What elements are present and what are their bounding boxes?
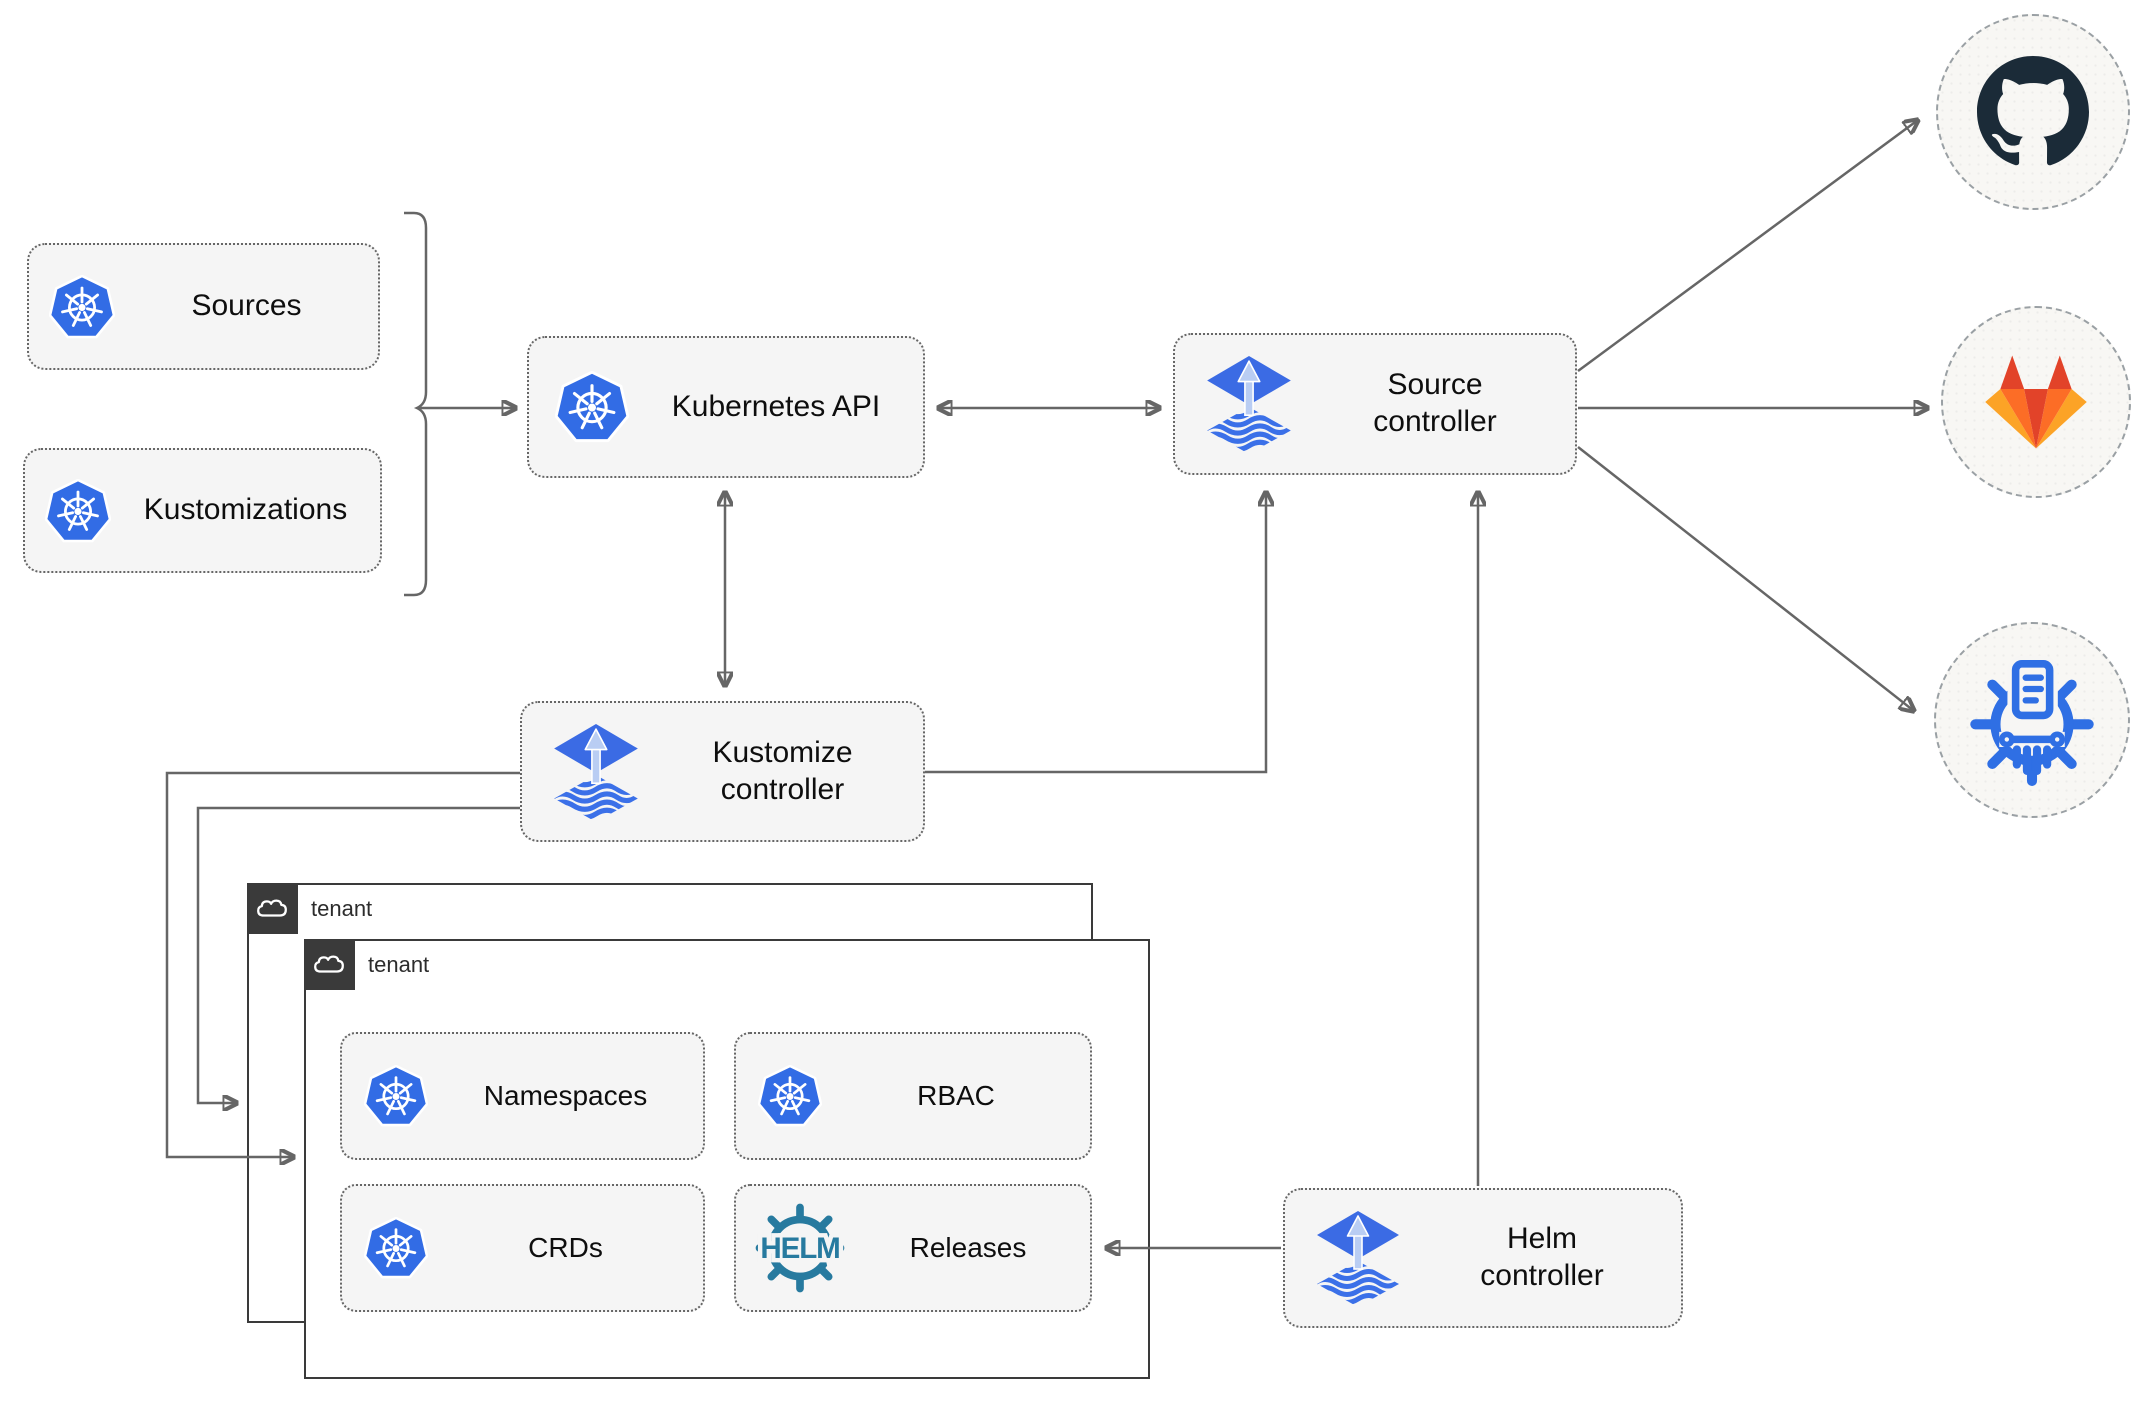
- node-label: Kustomizations: [143, 493, 348, 527]
- endpoint-registry: [1934, 622, 2130, 818]
- node-rbac: RBAC: [734, 1032, 1092, 1160]
- node-kubernetes-api: Kubernetes API: [527, 336, 925, 478]
- node-label: Source controller: [1373, 368, 1497, 438]
- kubernetes-icon: [45, 479, 111, 543]
- kubernetes-icon: [758, 1065, 822, 1127]
- tenant-badge: [246, 882, 298, 934]
- node-releases: HELM Releases: [734, 1184, 1092, 1312]
- kubernetes-icon: [555, 371, 629, 443]
- node-namespaces: Namespaces: [340, 1032, 705, 1160]
- node-kustomizations: Kustomizations: [23, 448, 382, 573]
- endpoint-github: [1936, 14, 2130, 210]
- flux-icon: [1203, 354, 1295, 454]
- node-label: Namespaces: [483, 1079, 648, 1111]
- gitlab-icon: [1982, 352, 2090, 452]
- node-label: Kubernetes API: [671, 389, 881, 423]
- endpoint-gitlab: [1941, 306, 2131, 498]
- node-crds: CRDs: [340, 1184, 705, 1312]
- node-label: Helm controller: [1480, 1222, 1604, 1292]
- node-label: CRDs: [528, 1231, 603, 1263]
- edge-kustomize-to-source-controller: [925, 492, 1266, 774]
- node-sources: Sources: [27, 243, 380, 370]
- tenant-label: tenant: [368, 952, 430, 977]
- node-label: Releases: [909, 1231, 1027, 1263]
- helm-logo-text: HELM: [760, 1232, 839, 1265]
- chart-registry-icon: [1969, 655, 2095, 786]
- node-kustomize-controller: Kustomize controller: [520, 701, 925, 842]
- kubernetes-icon: [364, 1065, 428, 1127]
- edge-source-controller-to-registry: [1577, 446, 1914, 711]
- helm-icon: HELM: [754, 1202, 846, 1294]
- cloud-icon: [254, 894, 290, 922]
- edge-bracket-sources-group: [404, 211, 428, 597]
- node-label: Sources: [191, 289, 302, 323]
- flux-icon: [550, 722, 642, 822]
- edge-source-controller-to-github: [1577, 120, 1918, 373]
- kubernetes-icon: [49, 275, 115, 339]
- cloud-icon: [311, 950, 347, 978]
- node-label: RBAC: [917, 1079, 995, 1111]
- node-label: Kustomize controller: [712, 735, 853, 806]
- node-source-controller: Source controller: [1173, 333, 1577, 475]
- github-icon: [1977, 56, 2089, 168]
- node-helm-controller: Helm controller: [1283, 1188, 1683, 1328]
- tenant-badge: [303, 938, 355, 990]
- kubernetes-icon: [364, 1217, 428, 1279]
- flux-icon: [1313, 1209, 1403, 1307]
- tenant-label: tenant: [311, 896, 373, 921]
